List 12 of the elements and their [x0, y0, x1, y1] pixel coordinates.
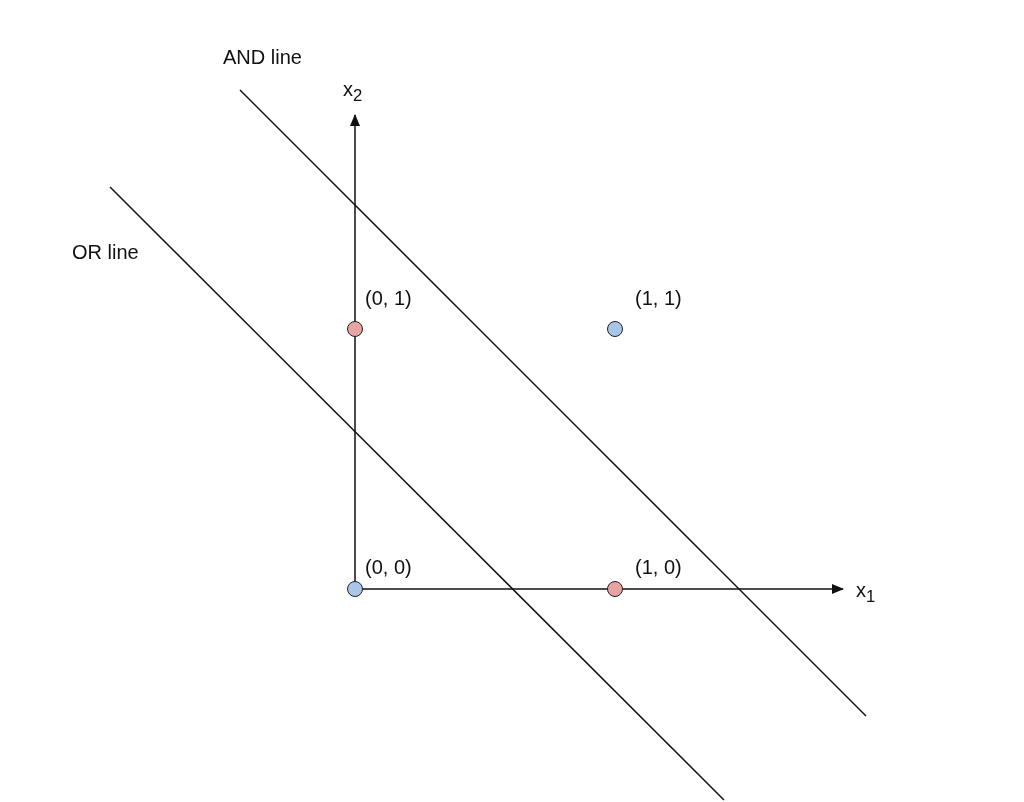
line-label: AND line [223, 46, 302, 68]
data-point [347, 321, 363, 337]
point-label: (1, 1) [635, 287, 682, 309]
data-point [607, 321, 623, 337]
axis-label: x$_{2}$ [343, 78, 363, 106]
point-label: (1, 0) [635, 556, 682, 578]
axis-label: x$_{1}$ [856, 579, 876, 607]
data-point [607, 581, 623, 597]
point-label: (0, 0) [365, 556, 412, 578]
point-label: (0, 1) [365, 287, 412, 309]
line-label: OR line [72, 241, 139, 263]
data-point [347, 581, 363, 597]
